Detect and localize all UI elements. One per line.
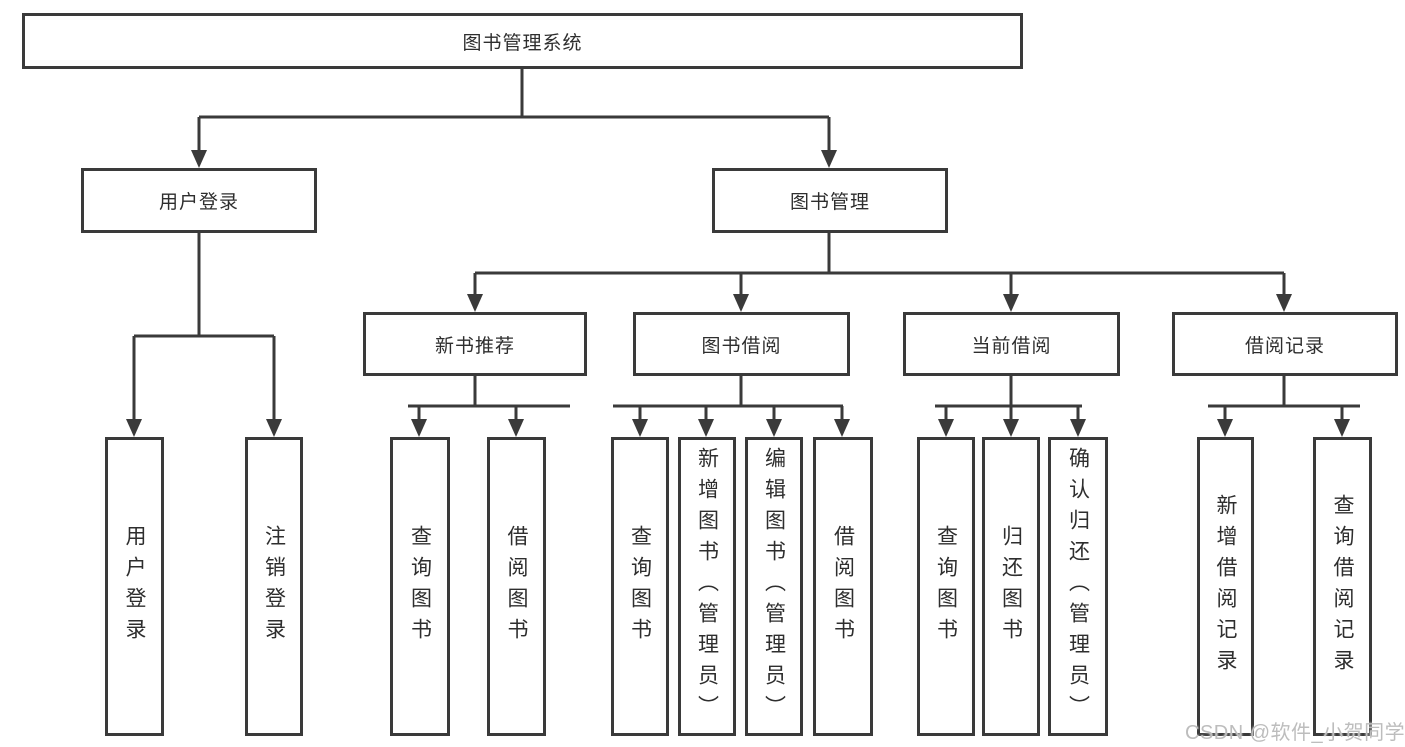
node-label: 新增借阅记录 xyxy=(1214,493,1237,680)
connector-line xyxy=(1208,376,1360,419)
node-library-management-system: 图书管理系统 xyxy=(22,13,1023,69)
arrow-down-icon xyxy=(266,419,282,437)
node-leaf-logout: 注销登录 xyxy=(245,437,303,736)
node-label: 确认归还（管理员） xyxy=(1066,447,1090,726)
node-leaf-add-books-admin: 新增图书（管理员） xyxy=(678,437,736,736)
arrow-down-icon xyxy=(1070,419,1086,437)
connector-line xyxy=(132,233,276,419)
node-label: 新增图书（管理员） xyxy=(695,447,719,726)
arrow-down-icon xyxy=(508,419,524,437)
connector-current-borrowing-to-leaves xyxy=(935,376,1086,437)
arrow-down-icon xyxy=(126,419,142,437)
arrow-down-icon xyxy=(191,150,207,168)
connector-new-book-recommendation-to-leaves xyxy=(408,376,570,437)
node-leaf-user-login: 用户登录 xyxy=(105,437,164,736)
node-current-borrowing: 当前借阅 xyxy=(903,312,1120,376)
node-label: 查询图书 xyxy=(934,524,958,649)
node-leaf-query-borrow-record: 查询借阅记录 xyxy=(1313,437,1372,736)
node-leaf-borrow-books: 借阅图书 xyxy=(813,437,873,736)
arrow-down-icon xyxy=(467,294,483,312)
node-leaf-query-books-borrowing: 查询图书 xyxy=(611,437,669,736)
node-label: 借阅记录 xyxy=(1244,335,1325,357)
node-label: 归还图书 xyxy=(999,524,1023,649)
connector-line xyxy=(935,376,1082,419)
arrow-down-icon xyxy=(1334,419,1350,437)
node-label: 注销登录 xyxy=(262,524,286,649)
node-leaf-return-books: 归还图书 xyxy=(982,437,1040,736)
connector-line xyxy=(408,376,570,419)
node-borrowing-records: 借阅记录 xyxy=(1172,312,1398,376)
node-leaf-query-books-recommend: 查询图书 xyxy=(390,437,450,736)
connector-line xyxy=(613,376,844,419)
node-label: 用户登录 xyxy=(123,524,146,649)
node-label: 编辑图书（管理员） xyxy=(762,447,786,726)
arrow-down-icon xyxy=(411,419,427,437)
arrow-down-icon xyxy=(1003,294,1019,312)
connector-borrowing-records-to-leaves xyxy=(1208,376,1360,437)
connector-book-management-to-level3 xyxy=(467,233,1292,312)
node-leaf-confirm-return-admin: 确认归还（管理员） xyxy=(1048,437,1108,736)
node-label: 借阅图书 xyxy=(831,524,855,649)
node-label: 图书管理系统 xyxy=(462,32,583,54)
arrow-down-icon xyxy=(1276,294,1292,312)
arrow-down-icon xyxy=(821,150,837,168)
node-label: 用户登录 xyxy=(158,192,239,213)
arrow-down-icon xyxy=(733,294,749,312)
arrow-down-icon xyxy=(766,419,782,437)
arrow-down-icon xyxy=(1217,419,1233,437)
arrow-down-icon xyxy=(938,419,954,437)
node-user-login: 用户登录 xyxy=(81,168,317,233)
connector-line xyxy=(197,68,831,150)
node-label: 查询图书 xyxy=(628,524,652,649)
arrow-down-icon xyxy=(834,419,850,437)
node-label: 新书推荐 xyxy=(434,335,515,357)
arrow-down-icon xyxy=(1003,419,1019,437)
node-label: 查询借阅记录 xyxy=(1331,493,1354,680)
node-label: 查询图书 xyxy=(408,524,432,649)
watermark: CSDN @软件_小贺同学 xyxy=(1185,722,1405,744)
node-new-book-recommendation: 新书推荐 xyxy=(363,312,587,376)
node-book-borrowing: 图书借阅 xyxy=(633,312,850,376)
connector-user-login-to-leaves xyxy=(126,233,282,437)
node-label: 借阅图书 xyxy=(505,524,528,649)
connector-line xyxy=(473,233,1286,294)
node-leaf-borrow-books-recommend: 借阅图书 xyxy=(487,437,546,736)
node-label: 图书借阅 xyxy=(701,335,782,357)
node-book-management: 图书管理 xyxy=(712,168,948,233)
node-label: 当前借阅 xyxy=(971,335,1052,357)
node-leaf-query-books-current: 查询图书 xyxy=(917,437,975,736)
arrow-down-icon xyxy=(698,419,714,437)
node-leaf-add-borrow-record: 新增借阅记录 xyxy=(1197,437,1254,736)
connector-root-to-level2 xyxy=(191,68,837,168)
connector-book-borrowing-to-leaves xyxy=(613,376,850,437)
node-label: 图书管理 xyxy=(789,192,870,213)
node-leaf-edit-books-admin: 编辑图书（管理员） xyxy=(745,437,803,736)
arrow-down-icon xyxy=(632,419,648,437)
